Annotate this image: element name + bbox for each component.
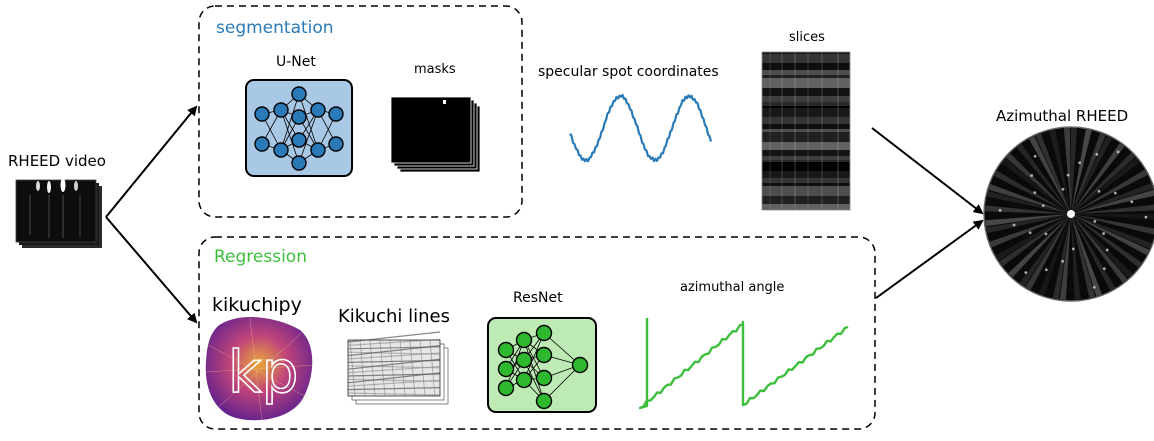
output-label: Azimuthal RHEED	[996, 107, 1129, 125]
resnet-node	[535, 346, 553, 364]
rheed-video-thumbnail	[15, 178, 102, 248]
kikuchipy-logo-text: kp	[228, 338, 298, 406]
regression-title: Regression	[214, 247, 307, 267]
unet-node	[328, 106, 344, 122]
segmentation-title: segmentation	[216, 18, 334, 38]
regression-group-box	[198, 236, 876, 430]
unet-node	[310, 102, 326, 118]
unet-node	[291, 155, 307, 171]
resnet-network-icon	[487, 317, 597, 413]
arrow-to-segmentation	[105, 105, 198, 218]
resnet-node	[571, 356, 589, 374]
masks-label: masks	[414, 62, 456, 77]
resnet-node	[497, 360, 515, 378]
slices-label: slices	[789, 30, 825, 45]
resnet-node	[515, 331, 533, 349]
unet-node	[273, 142, 289, 158]
arrow-slices-to-output	[871, 127, 984, 215]
resnet-node	[497, 379, 515, 397]
resnet-node	[497, 341, 515, 359]
segmentation-group-box	[198, 5, 523, 218]
resnet-node	[535, 392, 553, 410]
masks-thumbnail	[390, 96, 481, 173]
slices-image	[761, 51, 851, 211]
unet-node	[273, 102, 289, 118]
arrow-to-regression	[105, 216, 198, 324]
arrow-angle-to-output	[875, 219, 984, 299]
kikuchi-lines-thumbnail	[347, 331, 449, 405]
input-label: RHEED video	[8, 152, 106, 170]
unet-network-icon	[245, 79, 353, 177]
unet-label: U-Net	[276, 54, 316, 70]
specular-coordinates-curve	[569, 93, 713, 163]
unet-node	[291, 86, 307, 102]
angle-label: azimuthal angle	[680, 280, 785, 295]
resnet-label: ResNet	[513, 290, 563, 306]
resnet-node	[535, 324, 553, 342]
azimuthal-angle-curve	[638, 318, 849, 410]
kikuchipy-label: kikuchipy	[212, 294, 302, 316]
unet-node	[310, 142, 326, 158]
resnet-node	[515, 351, 533, 369]
unet-node	[254, 136, 270, 152]
unet-node	[291, 109, 307, 125]
azimuthal-rheed-image	[983, 126, 1154, 302]
kikuchipy-logo: kp	[205, 317, 315, 423]
unet-node	[254, 106, 270, 122]
resnet-node	[535, 369, 553, 387]
coordinates-label: specular spot coordinates	[538, 64, 719, 80]
resnet-node	[515, 371, 533, 389]
unet-node	[291, 132, 307, 148]
unet-node	[328, 136, 344, 152]
kikuchi-lines-label: Kikuchi lines	[338, 306, 450, 327]
